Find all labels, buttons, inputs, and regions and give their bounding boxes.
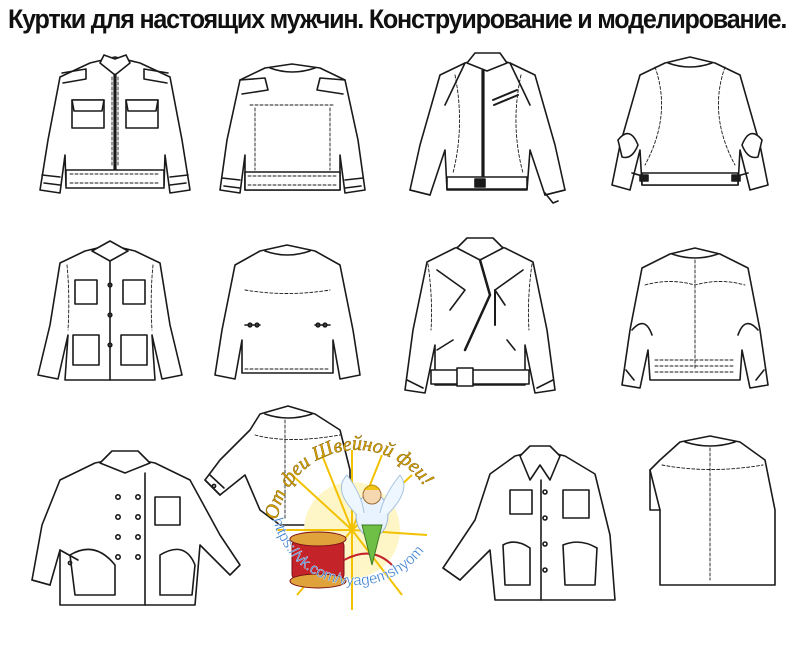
jacket-sketch-field-back [214, 244, 361, 380]
jacket-sketch-shirt-front [442, 445, 616, 601]
watermark-graphic: От феи Швейной феи! https://vk.com/vyage… [260, 435, 438, 610]
jacket-sketch-bomber-back [219, 63, 366, 194]
page-title: Куртки для настоящих мужчин. Конструиров… [8, 4, 787, 34]
jacket-sketch-biker-front [404, 237, 556, 394]
jacket-sketch-biker-back [621, 247, 769, 389]
jacket-sketch-chef-front [31, 450, 241, 606]
thread-spool-icon [289, 531, 393, 589]
jacket-sketch-moto-front [409, 52, 566, 204]
jacket-sketch-shirt-back [649, 435, 776, 586]
jacket-sketch-bomber-front [39, 54, 191, 194]
jacket-sketch-field-front [37, 240, 183, 381]
watermark: От феи Швейной феи! https://vk.com/vyage… [252, 435, 452, 645]
jacket-sketch-moto-back [611, 56, 769, 191]
fairy-icon [340, 474, 405, 566]
